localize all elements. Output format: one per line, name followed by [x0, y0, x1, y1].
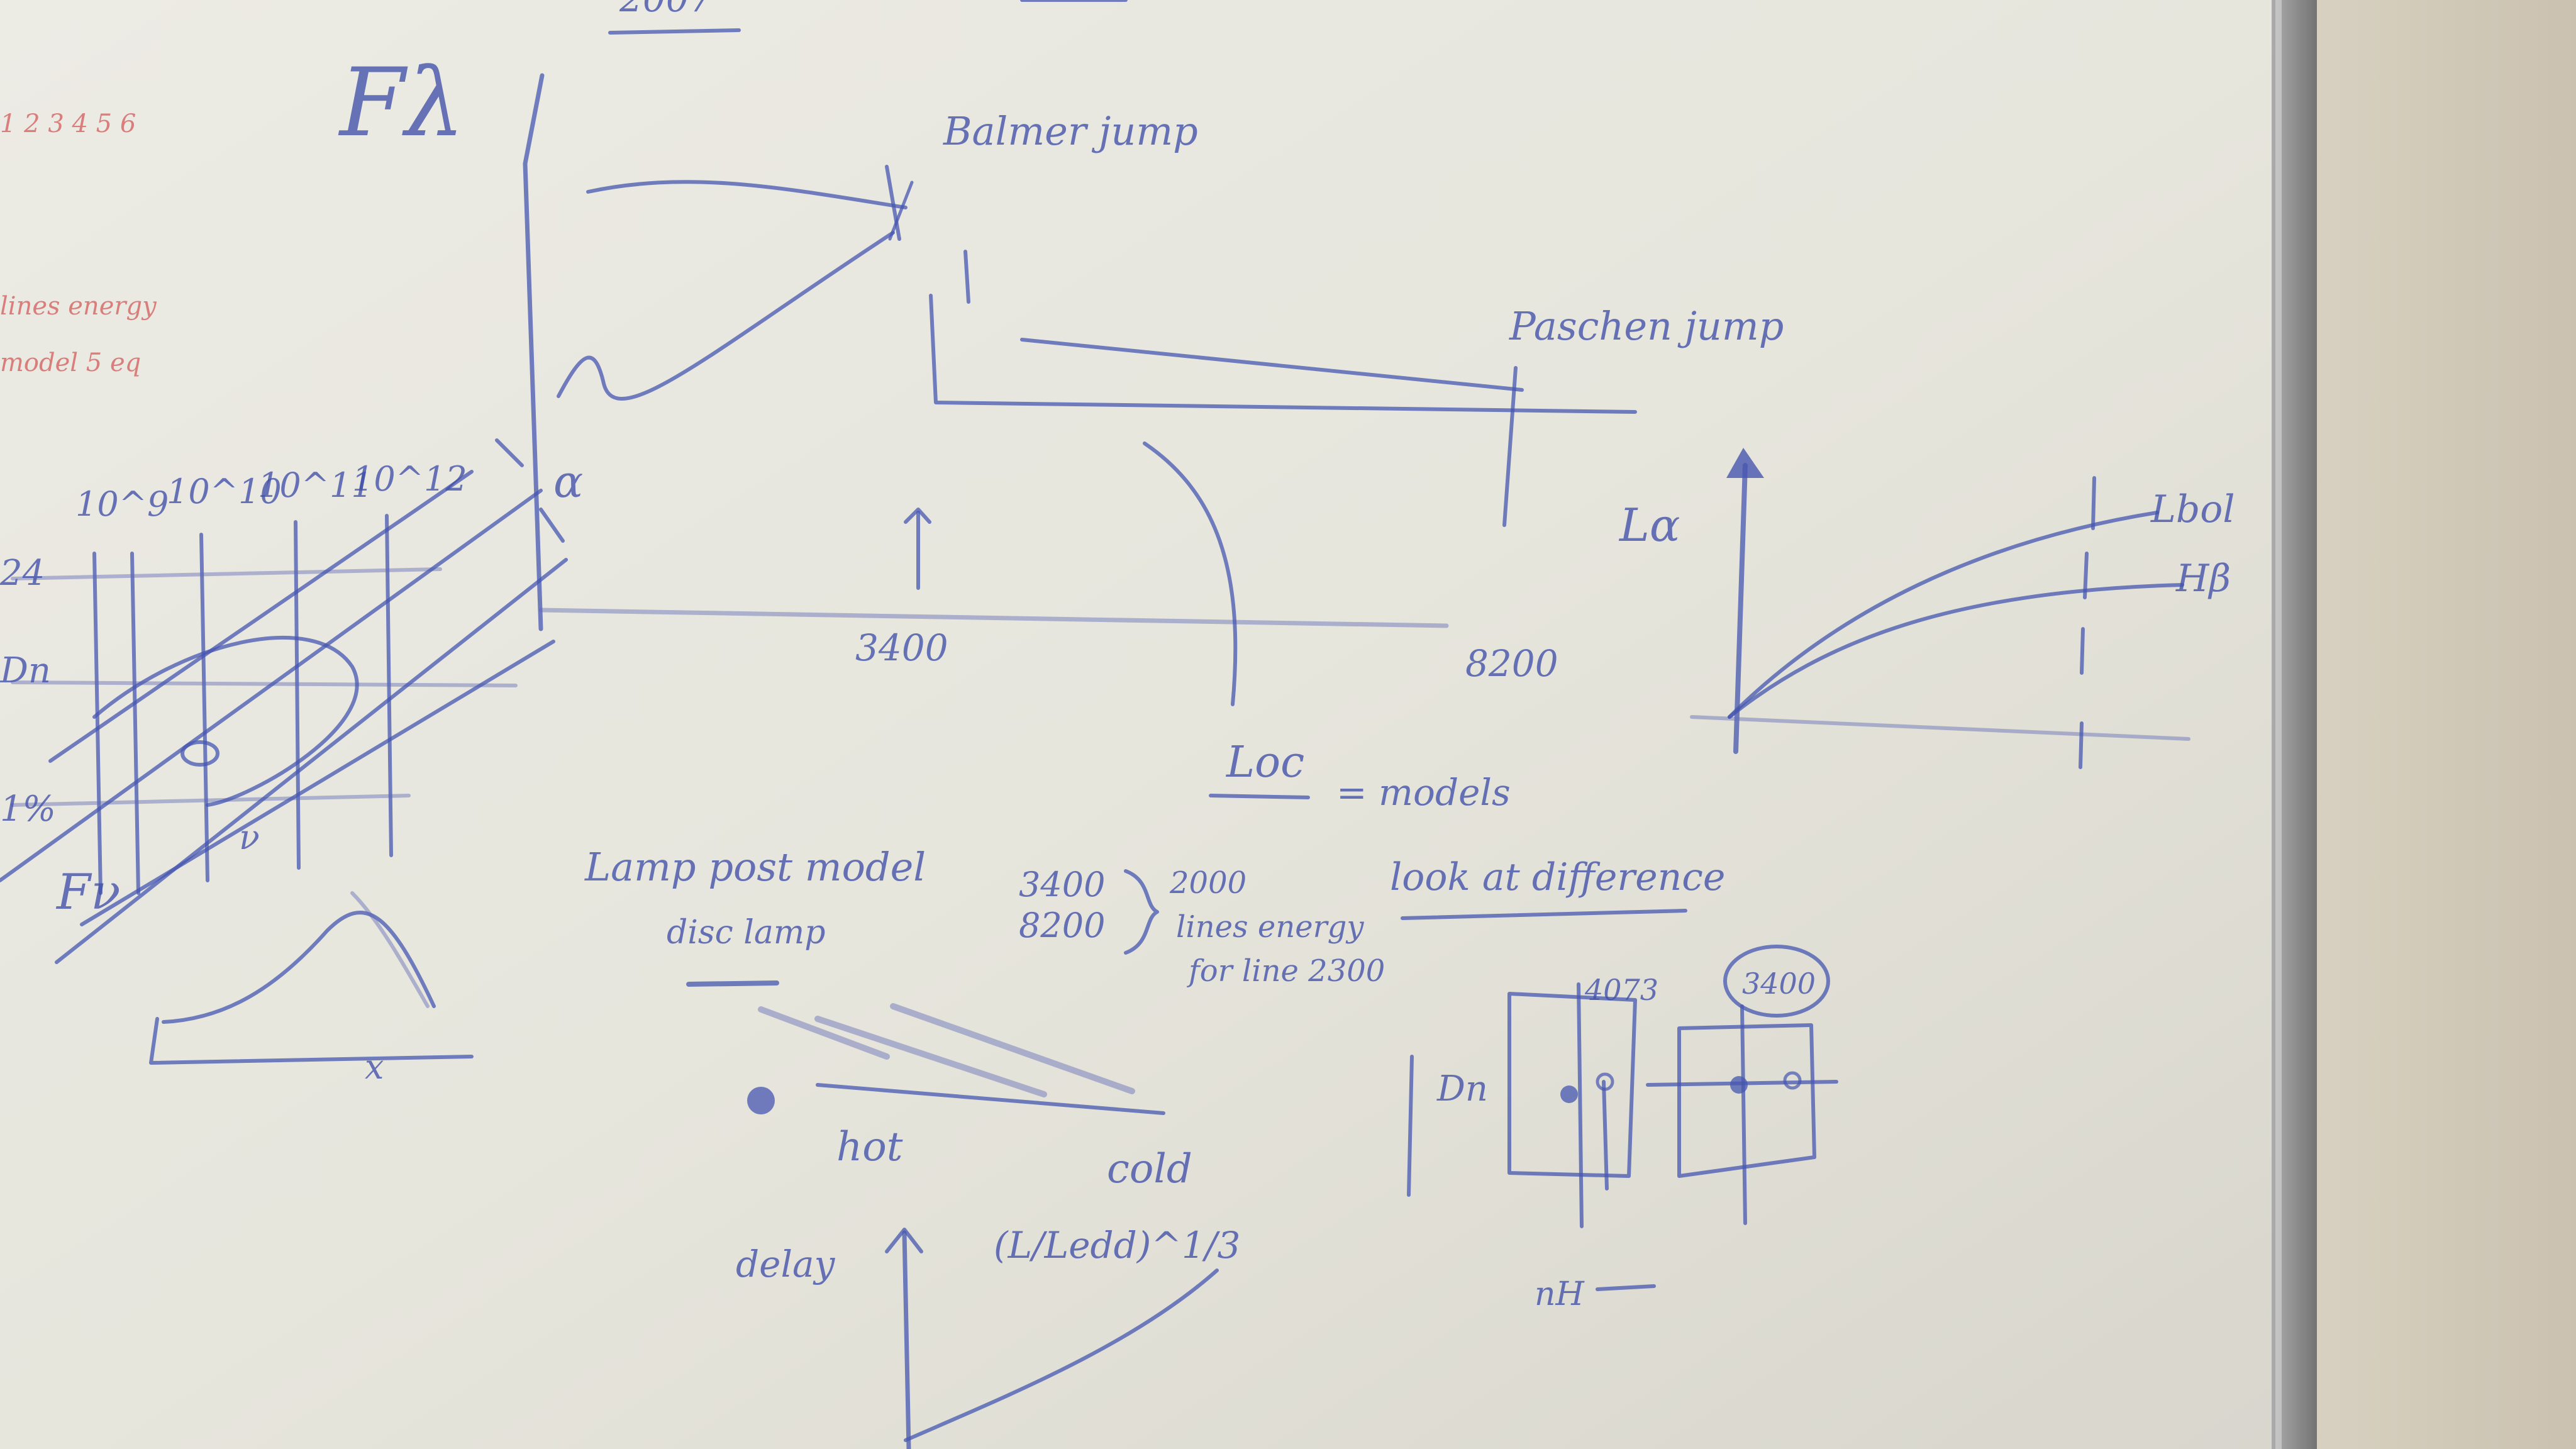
middle-notes: Loc = models Lamp post model disc lamp 3…	[584, 738, 1838, 1449]
nh-label: nH	[1535, 1275, 1585, 1313]
formula-label: (L/Ledd)^1/3	[994, 1224, 1240, 1267]
svg-text:lines energy: lines energy	[0, 292, 157, 321]
svg-text:Fν: Fν	[55, 864, 121, 921]
svg-text:3400: 3400	[1019, 865, 1105, 904]
svg-text:Dn: Dn	[0, 650, 51, 691]
svg-text:3400: 3400	[1742, 967, 1816, 1001]
loc-text: = models	[1336, 771, 1511, 814]
lum-y-label: Lα	[1618, 499, 1680, 552]
balmer-jump-label: Balmer jump	[943, 108, 1198, 154]
svg-text:x: x	[365, 1047, 384, 1087]
svg-text:α: α	[553, 456, 583, 508]
svg-text:1 2 3 4 5 6: 1 2 3 4 5 6	[0, 109, 136, 138]
red-notes: 1 2 3 4 5 6 lines energy model 5 eq	[0, 109, 157, 377]
svg-text:8200: 8200	[1019, 906, 1105, 945]
svg-text:model 5 eq: model 5 eq	[0, 348, 141, 377]
lamp-model-label: Lamp post model	[584, 844, 926, 890]
whiteboard-surface	[0, 0, 2273, 1449]
wall-background	[2289, 0, 2576, 1449]
svg-text:for line 2300: for line 2300	[1187, 953, 1385, 989]
svg-text:Dn: Dn	[1436, 1069, 1488, 1109]
svg-text:10^12: 10^12	[352, 459, 467, 499]
hbeta-label: Hβ	[2175, 557, 2231, 601]
tick-8200: 8200	[1465, 642, 1558, 685]
svg-text:24: 24	[0, 553, 45, 594]
svg-text:2000: 2000	[1169, 865, 1246, 901]
svg-text:10^9: 10^9	[75, 484, 169, 524]
lum-sketch: Lα Lbol Hβ	[1618, 448, 2235, 769]
hot-label: hot	[836, 1124, 903, 1170]
lamp-sub-label: disc lamp	[667, 914, 825, 952]
loc-label: Loc	[1225, 738, 1304, 787]
delay-label: delay	[736, 1243, 836, 1285]
tick-3400: 3400	[855, 626, 948, 669]
spectrum-sketch: Fλ Balmer jump Paschen jump 3400 8200	[338, 48, 1784, 706]
svg-text:ν: ν	[239, 818, 260, 857]
frame-highlight	[2275, 0, 2282, 1449]
cold-label: cold	[1107, 1146, 1192, 1192]
svg-text:1%: 1%	[0, 789, 56, 830]
svg-text:4073: 4073	[1584, 973, 1658, 1007]
svg-text:lines energy: lines energy	[1176, 909, 1364, 945]
top-note: 2007	[619, 0, 713, 20]
paschen-jump-label: Paschen jump	[1509, 303, 1784, 349]
look-label: look at difference	[1390, 855, 1725, 899]
svg-text:10^11: 10^11	[258, 465, 373, 505]
spectrum-axis-label: Fλ	[338, 48, 465, 158]
svg-text:10^10: 10^10	[167, 472, 282, 511]
lbol-label: Lbol	[2150, 487, 2235, 531]
grid-sketch: 10^9 10^10 10^11 10^12 24 Dn 1% α Fν ν x	[0, 438, 583, 1087]
